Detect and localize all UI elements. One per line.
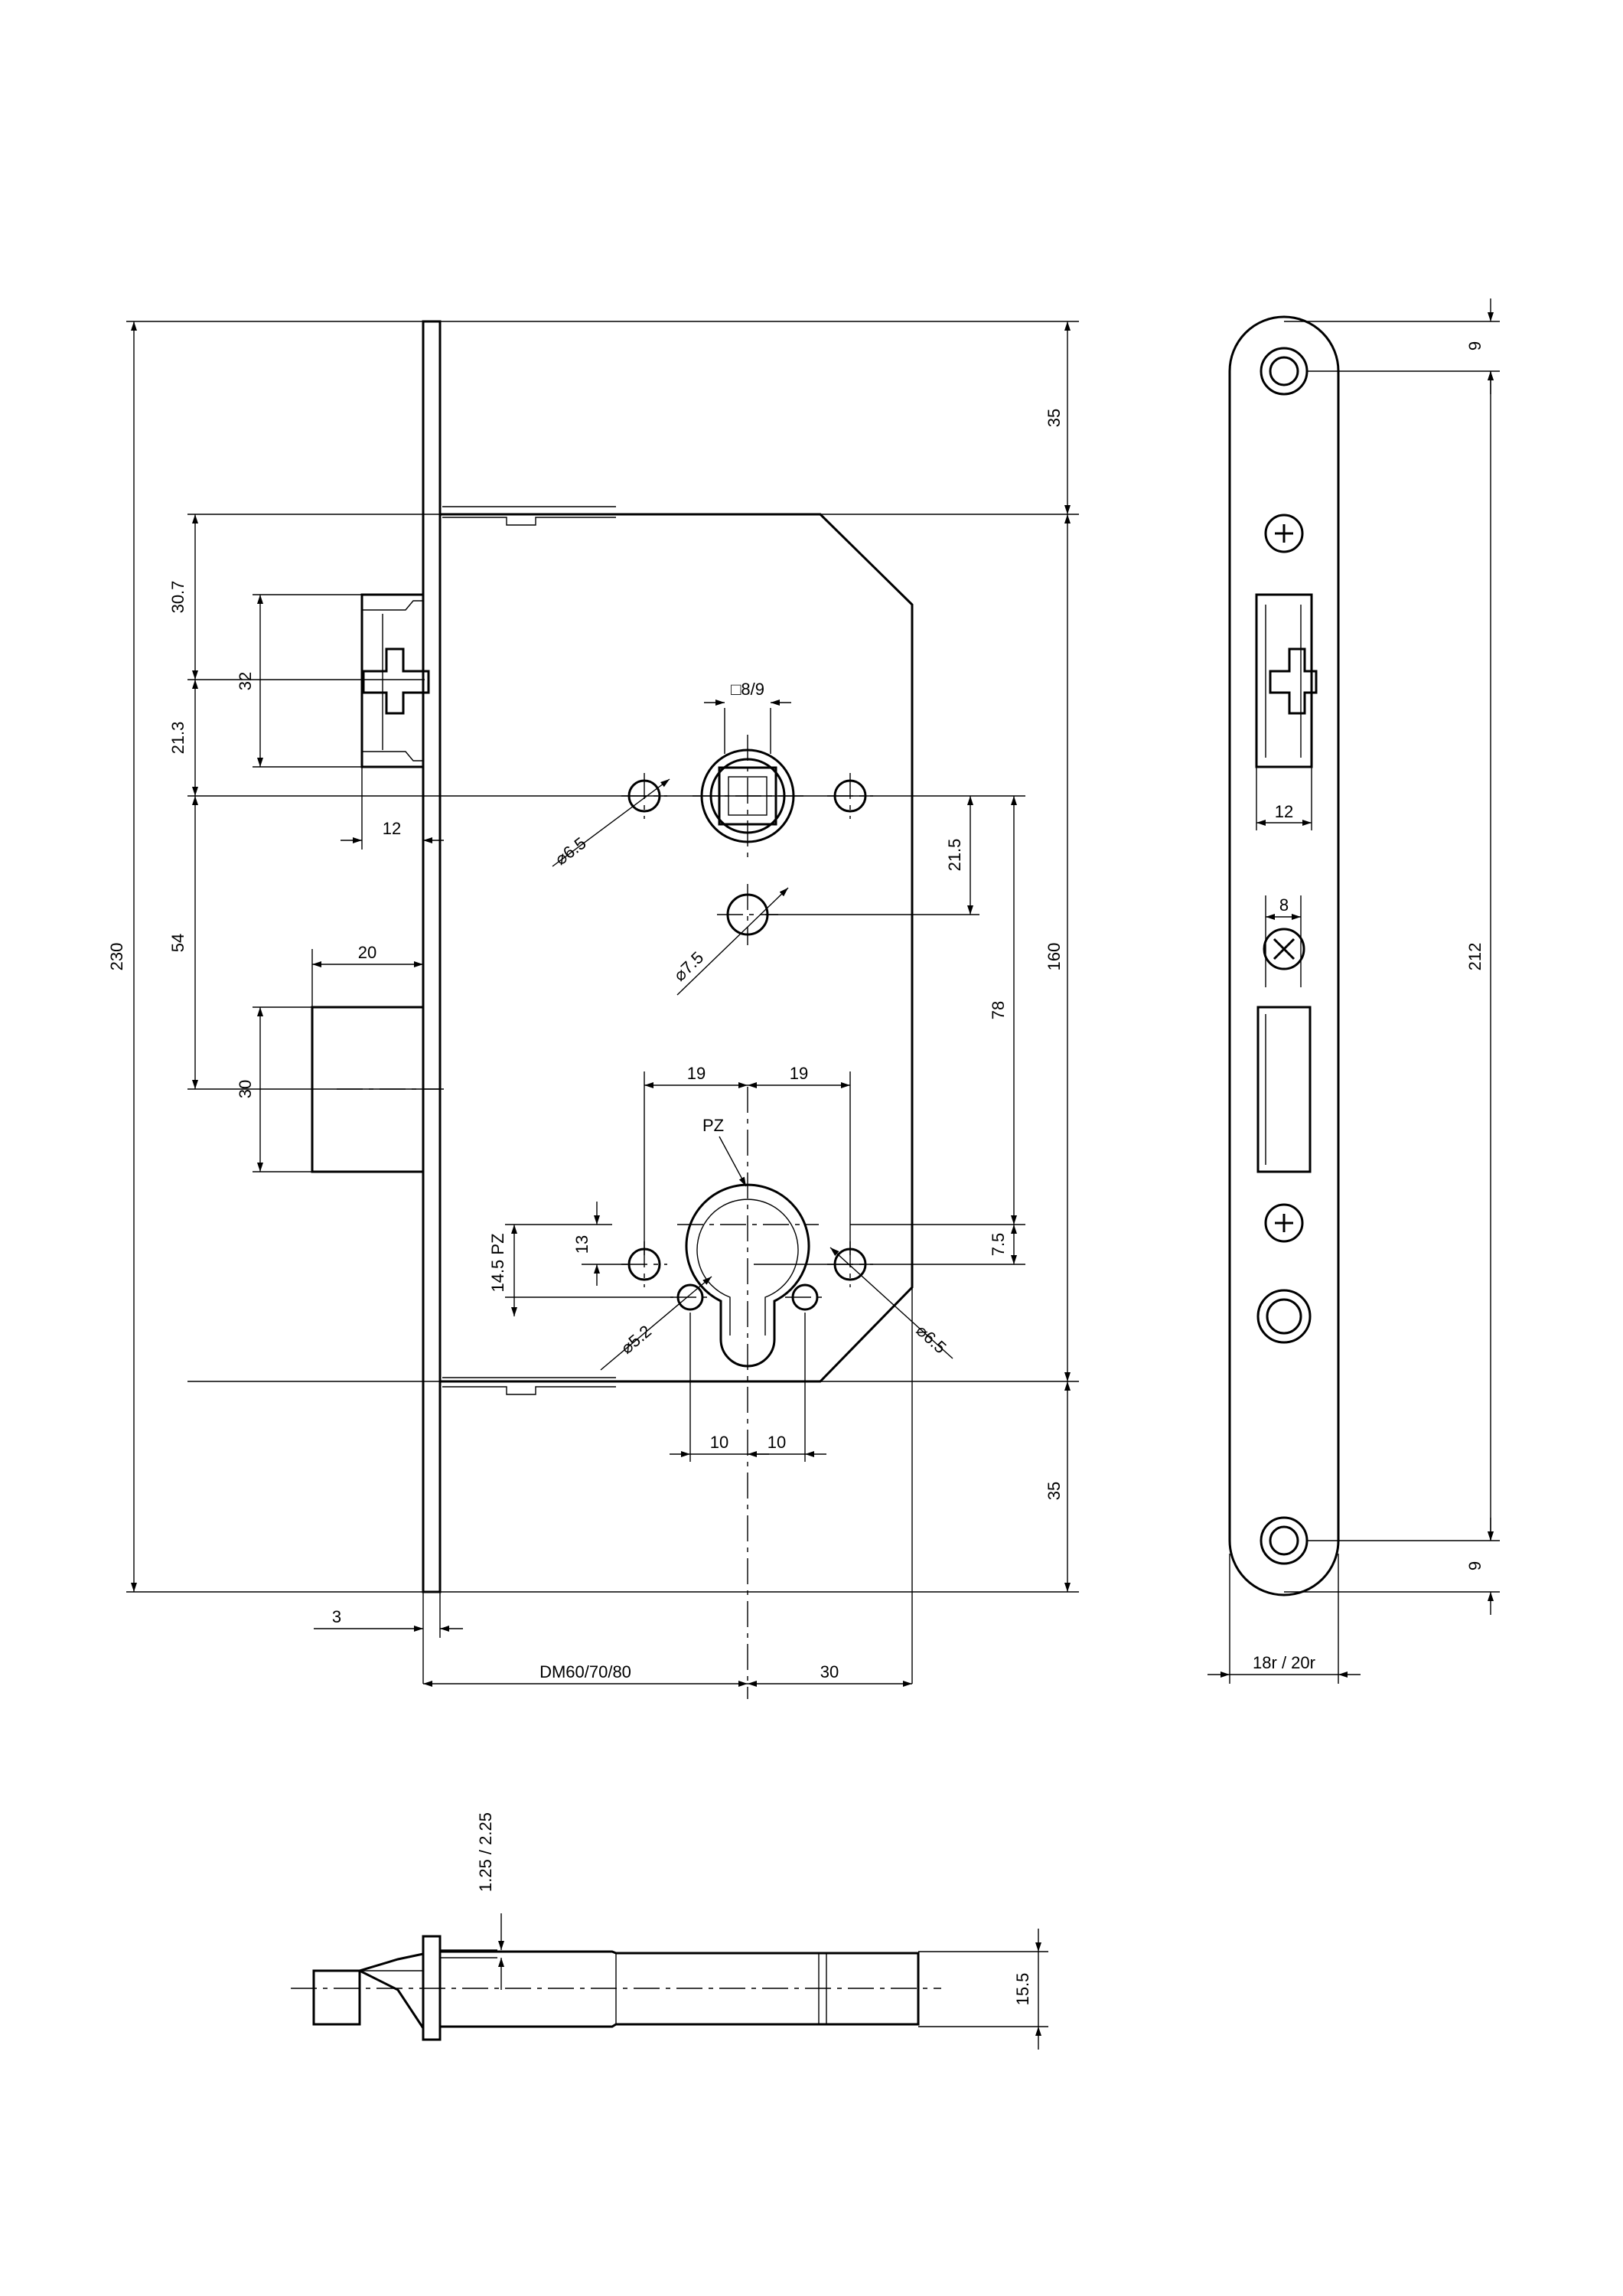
front-faceplate	[422, 320, 442, 1593]
dim-faceplate-thickness: 3	[332, 1607, 341, 1626]
dim-fp-top-hole: 9	[1465, 341, 1484, 351]
dim-pz-small: 13	[572, 1235, 592, 1254]
screw-3-icon	[1264, 1203, 1304, 1243]
dim-fp-bottom-hole: 9	[1465, 1561, 1484, 1570]
dim-screw-right: 10	[768, 1433, 786, 1452]
dim-hole-small: ⌀5.2	[617, 1322, 655, 1358]
dim-case-half: 30	[820, 1662, 839, 1681]
screw-1-icon	[1264, 514, 1304, 553]
faceplate-side-view	[1228, 315, 1340, 1596]
dim-backset: DM60/70/80	[539, 1662, 631, 1681]
faceplate-outline	[1228, 315, 1340, 1596]
dim-hole-middle: ⌀7.5	[670, 947, 707, 984]
dim-fp-width: 18r / 20r	[1253, 1653, 1315, 1672]
dim-case-height: 160	[1045, 943, 1064, 971]
bottom-view	[291, 1935, 941, 2041]
dim-fp-hole-spacing: 212	[1465, 943, 1484, 971]
dim-hole-to-cylinder: 78	[989, 1001, 1008, 1019]
dim-spindle-to-bolt: 54	[168, 934, 187, 952]
dim-cylinder-offset: 7.5	[989, 1233, 1008, 1257]
bottom-dimension-lines: 1.25 / 2.25 15.5	[440, 1812, 1048, 2050]
pz-label: PZ	[702, 1116, 724, 1135]
dim-latch-projection: 12	[383, 819, 401, 838]
front-dimension-lines: 230 35 160 35 30.7 21.3 54 32 30 21.5 78…	[107, 321, 1079, 1687]
dim-spindle-to-hole: 21.5	[945, 839, 964, 872]
dim-fp-bolt-width: 8	[1279, 895, 1289, 915]
dim-spindle-square: □8/9	[731, 680, 764, 699]
latch-bolt	[360, 593, 430, 768]
dim-bolt-projection: 20	[358, 943, 376, 962]
dim-fp-latch-width: 12	[1275, 802, 1293, 821]
dim-bottom-to-case: 35	[1045, 1482, 1064, 1500]
dim-bolt-height: 30	[236, 1080, 255, 1098]
dim-bv-height: 15.5	[1013, 1973, 1032, 2006]
dim-overall-height: 230	[107, 943, 126, 971]
screw-2-icon	[1263, 928, 1305, 970]
dim-bv-plate: 1.25 / 2.25	[476, 1812, 495, 1892]
dim-top-to-case: 35	[1045, 409, 1064, 427]
front-view	[311, 320, 914, 1699]
dim-latch-top: 30.7	[168, 581, 187, 614]
cylinder-cutout	[685, 1183, 810, 1368]
dim-pz-height: 14.5 PZ	[488, 1233, 507, 1292]
dim-screw-left: 10	[710, 1433, 728, 1452]
dim-latch-to-spindle: 21.3	[168, 722, 187, 755]
dim-hole-spacing-left: 19	[687, 1064, 706, 1083]
dim-latch-height: 32	[236, 672, 255, 690]
faceplate-dimension-lines: 9 212 9 12 8 18r / 20r	[1207, 298, 1500, 1684]
dim-hole-spacing-right: 19	[790, 1064, 808, 1083]
